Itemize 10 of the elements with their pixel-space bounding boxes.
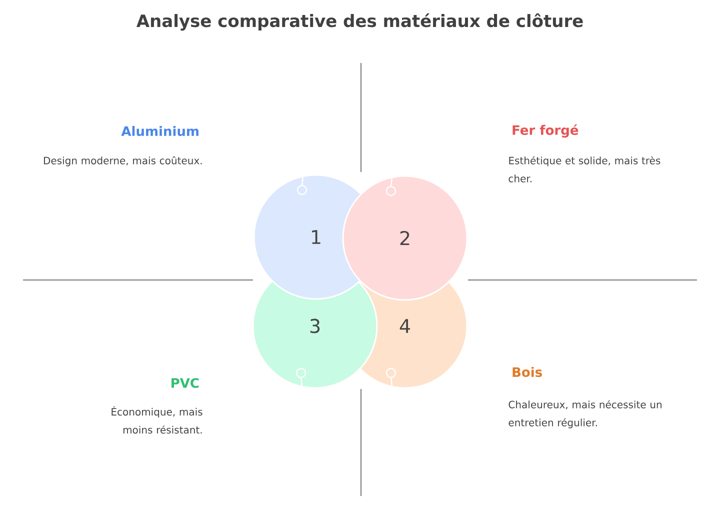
circle-node: 2: [342, 175, 468, 301]
description-text: Économique, mais moins résistant.: [112, 406, 202, 434]
description-text: Chaleureux, mais nécessite un entretien régulier.: [508, 400, 662, 428]
heading: Bois: [512, 366, 542, 378]
heading: Fer forgé: [512, 124, 578, 138]
title: Analyse comparative des matériaux de clôture: [136, 13, 583, 31]
description-text: Esthétique et solide, mais très cher.: [508, 156, 660, 182]
heading: Aluminium: [121, 126, 198, 136]
description-text: Design moderne, mais coûteux.: [44, 156, 202, 166]
heading: PVC: [172, 378, 199, 388]
